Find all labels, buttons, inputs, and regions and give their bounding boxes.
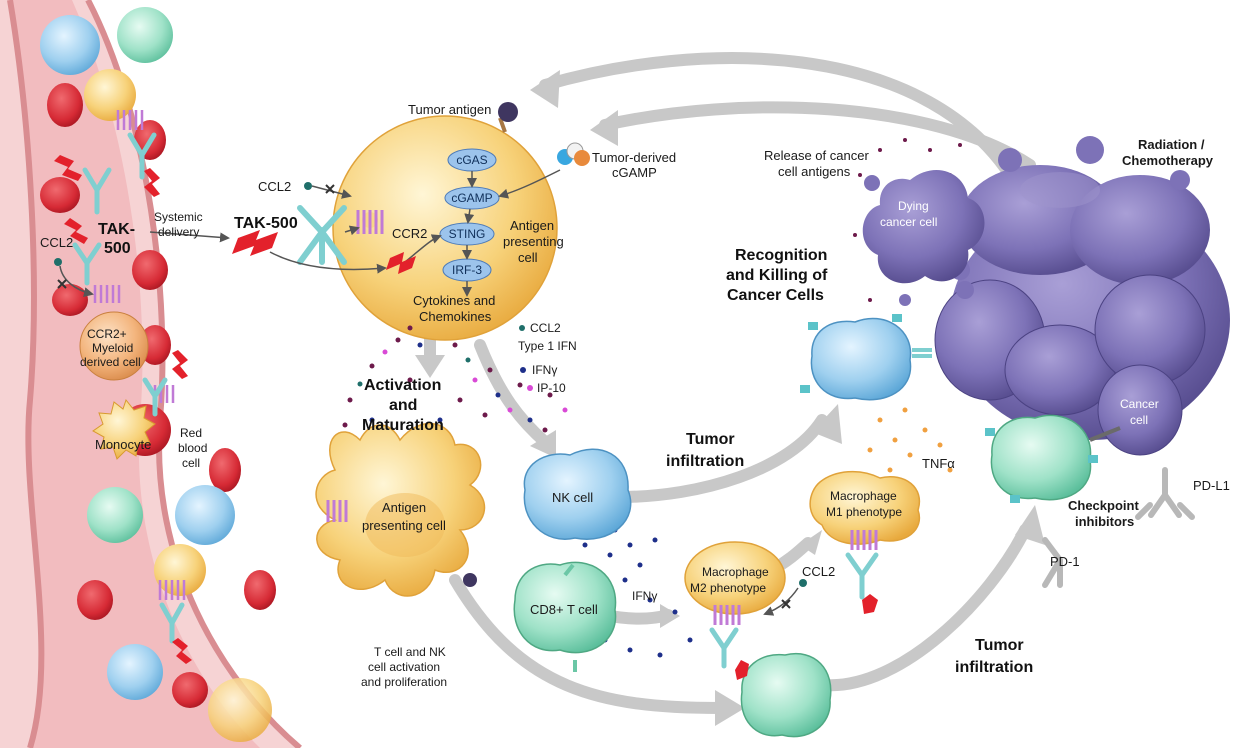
label-activation-1: Activation	[364, 377, 441, 394]
arrow-heads	[415, 70, 1045, 726]
macrophage-m2	[684, 541, 807, 680]
label-cytokines-1: Cytokines and	[413, 293, 495, 308]
label-recognition-1: Recognition	[735, 247, 827, 264]
label-ccr2-myeloid-3: derived cell	[80, 355, 141, 369]
label-cancer-cell-1: Cancer	[1120, 397, 1159, 411]
label-irf3: IRF-3	[452, 263, 482, 277]
label-ccr2: CCR2	[392, 226, 427, 241]
ccl2-blocked-arrow-vessel	[54, 258, 94, 298]
t-cell-bottom	[740, 652, 832, 738]
label-rbc-3: cell	[182, 456, 200, 470]
legend-dot-ccl2	[519, 325, 525, 331]
blood-vessel	[0, 0, 302, 748]
label-tcell-act-3: and proliferation	[361, 675, 447, 689]
label-release-1: Release of cancer	[764, 148, 869, 163]
label-checkpoint-1: Checkpoint	[1068, 498, 1139, 513]
label-monocyte: Monocyte	[95, 437, 151, 452]
tumor-mass	[934, 136, 1230, 456]
label-apc2-2: presenting cell	[362, 518, 446, 533]
label-rbc-2: blood	[178, 441, 207, 455]
label-cgas: cGAS	[456, 153, 487, 167]
legend-dot-ip10	[527, 385, 533, 391]
label-dying-2: cancer cell	[880, 215, 937, 229]
antigen-presenting-cell-dendritic	[315, 423, 486, 597]
label-activation-2: and	[389, 397, 417, 414]
ccl2-blocked-arrow-top	[304, 182, 352, 199]
label-tcell-act-2: cell activation	[368, 660, 440, 674]
label-rbc-1: Red	[180, 426, 202, 440]
cd8-t-cell	[513, 561, 617, 672]
label-tumor-derived-2: cGAMP	[612, 165, 657, 180]
label-tumor-antigen: Tumor antigen	[408, 102, 491, 117]
vessel-tak500-molecules	[54, 155, 192, 664]
label-tumor-inf1-2: infiltration	[666, 453, 744, 470]
label-cd8: CD8+ T cell	[530, 602, 598, 617]
label-radiation-2: Chemotherapy	[1122, 153, 1214, 168]
tak500-molecule-main	[149, 205, 387, 274]
label-recognition-2: and Killing of	[726, 267, 828, 284]
tumor-infiltration-arrows	[424, 52, 1036, 714]
cytokine-dots	[342, 325, 568, 433]
dying-cancer-cell	[862, 169, 985, 306]
label-tumor-derived-1: Tumor-derived	[592, 150, 676, 165]
label-recognition-3: Cancer Cells	[727, 287, 824, 304]
label-apc2-1: Antigen	[382, 500, 426, 515]
label-dying-1: Dying	[898, 199, 929, 213]
nk-cell	[523, 448, 632, 540]
label-activation-3: Maturation	[362, 417, 444, 434]
label-ifng-mid: IFNγ	[632, 589, 657, 603]
label-tumor-inf2-1: Tumor	[975, 637, 1024, 654]
label-release-2: cell antigens	[778, 164, 851, 179]
macrophage-m1	[809, 470, 921, 614]
checkpoint-inhibitor-antibodies	[1042, 467, 1195, 588]
label-systemic-1: Systemic	[154, 210, 203, 224]
labels: Tumor antigen Tumor-derived cGAMP Releas…	[40, 102, 1230, 689]
nk-cell-tumor	[800, 314, 932, 401]
label-mac-m1-1: Macrophage	[830, 489, 897, 503]
label-systemic-2: delivery	[158, 225, 199, 239]
label-nk-cell: NK cell	[552, 490, 593, 505]
label-tumor-inf2-2: infiltration	[955, 659, 1033, 676]
label-apc-2: presenting	[503, 234, 564, 249]
legend-ccl2: CCL2	[530, 321, 561, 335]
monocyte-cell	[92, 398, 156, 460]
label-pd1: PD-1	[1050, 554, 1080, 569]
legend-type1ifn: Type 1 IFN	[518, 339, 577, 353]
tumor-derived-cgamp-molecule	[498, 142, 590, 199]
label-apc-3: cell	[518, 250, 538, 265]
label-ccr2-myeloid-1: CCR2+	[87, 327, 127, 341]
legend-ifng: IFNγ	[532, 363, 557, 377]
label-apc-1: Antigen	[510, 218, 554, 233]
label-tak500-main: TAK-500	[234, 215, 298, 232]
label-ccl2-top: CCL2	[258, 179, 291, 194]
label-tak500-vessel-1: TAK-	[98, 221, 135, 238]
label-sting: STING	[449, 227, 486, 241]
vessel-antibodies	[72, 132, 185, 644]
label-ccr2-myeloid-2: Myeloid	[92, 341, 133, 355]
label-tak500-vessel-2: 500	[104, 240, 131, 257]
label-radiation-1: Radiation /	[1138, 137, 1205, 152]
label-tnfa: TNFα	[922, 456, 955, 471]
label-tcell-act-1: T cell and NK	[374, 645, 446, 659]
t-cell-tumor	[985, 414, 1121, 503]
label-mac-m2-2: M2 phenotype	[690, 581, 766, 595]
tnfa-dots	[867, 407, 953, 473]
antigen-presenting-cell-main	[332, 102, 558, 341]
legend-dot-ifng	[520, 367, 526, 373]
label-mac-m2-1: Macrophage	[702, 565, 769, 579]
label-cytokines-2: Chemokines	[419, 309, 492, 324]
red-blood-cells	[40, 83, 276, 708]
label-mac-m1-2: M1 phenotype	[826, 505, 902, 519]
label-ccl2-mac: CCL2	[802, 564, 835, 579]
label-tumor-inf1-1: Tumor	[686, 431, 735, 448]
legend-ip10: IP-10	[537, 381, 566, 395]
label-pdl1: PD-L1	[1193, 478, 1230, 493]
label-ccl2-vessel: CCL2	[40, 235, 73, 250]
label-checkpoint-2: inhibitors	[1075, 514, 1134, 529]
ccr2-myeloid-cell	[79, 311, 149, 381]
label-cancer-cell-2: cell	[1130, 413, 1148, 427]
label-cgamp: cGAMP	[451, 191, 492, 205]
